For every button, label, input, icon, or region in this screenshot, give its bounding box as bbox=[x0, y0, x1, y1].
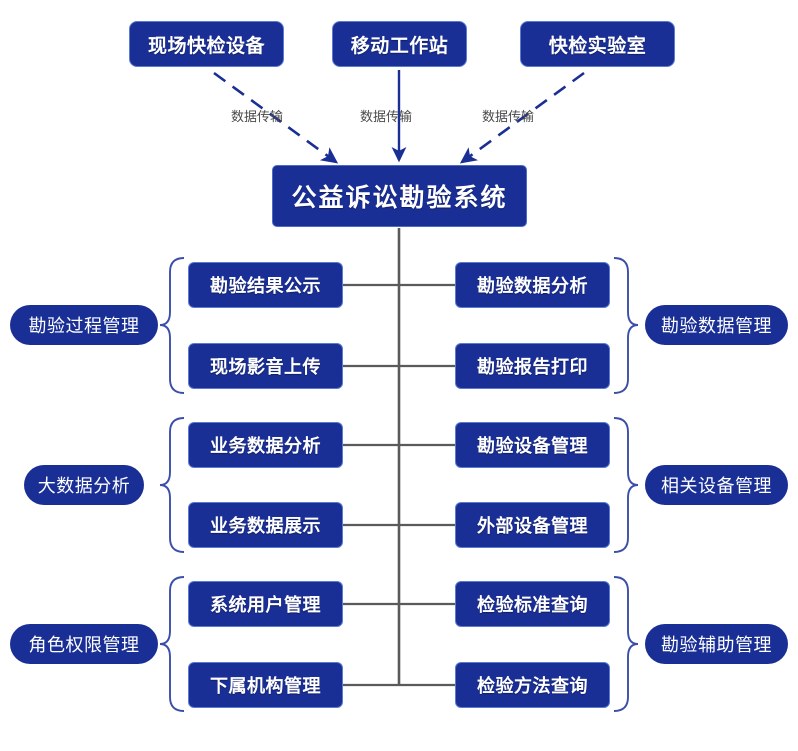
group-label-left-inspection-process[interactable]: 勘验过程管理 bbox=[10, 305, 158, 345]
group-label-right-inspection-data[interactable]: 勘验数据管理 bbox=[645, 305, 788, 345]
brace-right-1 bbox=[613, 257, 639, 394]
leaf-node-subordinate-org-management[interactable]: 下属机构管理 bbox=[188, 662, 343, 708]
leaf-node-label: 下属机构管理 bbox=[210, 676, 321, 696]
leaf-node-label: 勘验报告打印 bbox=[477, 357, 588, 377]
leaf-node-inspection-result-publication[interactable]: 勘验结果公示 bbox=[188, 262, 343, 308]
group-label-left-role-permission[interactable]: 角色权限管理 bbox=[10, 624, 158, 664]
leaf-node-inspection-report-print[interactable]: 勘验报告打印 bbox=[455, 343, 610, 389]
leaf-node-system-user-management[interactable]: 系统用户管理 bbox=[188, 581, 343, 627]
leaf-node-business-data-analysis[interactable]: 业务数据分析 bbox=[188, 422, 343, 468]
leaf-node-label: 业务数据展示 bbox=[210, 516, 321, 536]
source-node-label: 现场快检设备 bbox=[147, 35, 265, 57]
leaf-node-label: 外部设备管理 bbox=[477, 516, 588, 536]
group-label-right-inspection-support[interactable]: 勘验辅助管理 bbox=[645, 624, 788, 664]
system-title-node[interactable]: 公益诉讼勘验系统 bbox=[272, 165, 527, 227]
leaf-node-onsite-media-upload[interactable]: 现场影音上传 bbox=[188, 343, 343, 389]
source-node-label: 移动工作站 bbox=[350, 35, 449, 57]
source-node-rapid-test-laboratory[interactable]: 快检实验室 bbox=[520, 21, 675, 67]
brace-right-2 bbox=[613, 417, 639, 553]
leaf-node-inspection-data-analysis[interactable]: 勘验数据分析 bbox=[455, 262, 610, 308]
brace-left-3 bbox=[159, 576, 185, 712]
group-label-left-big-data-analysis[interactable]: 大数据分析 bbox=[24, 465, 144, 505]
leaf-node-label: 勘验数据分析 bbox=[477, 276, 588, 296]
leaf-node-label: 检验方法查询 bbox=[477, 676, 588, 696]
group-label-right-related-equipment[interactable]: 相关设备管理 bbox=[645, 465, 788, 505]
edge-label-text: 数据传输 bbox=[482, 109, 535, 124]
leaf-node-business-data-display[interactable]: 业务数据展示 bbox=[188, 502, 343, 548]
leaf-node-inspection-standard-query[interactable]: 检验标准查询 bbox=[455, 581, 610, 627]
leaf-node-inspection-equipment-management[interactable]: 勘验设备管理 bbox=[455, 422, 610, 468]
source-node-label: 快检实验室 bbox=[548, 35, 647, 57]
leaf-node-label: 勘验结果公示 bbox=[210, 276, 321, 296]
page-title: 公益诉讼勘验系统 bbox=[291, 184, 508, 212]
leaf-node-label: 检验标准查询 bbox=[477, 595, 588, 615]
group-label-text: 角色权限管理 bbox=[28, 635, 140, 655]
group-label-text: 大数据分析 bbox=[37, 476, 131, 496]
edge-label-right: 数据传输 bbox=[482, 106, 534, 125]
edge-label-left: 数据传输 bbox=[231, 106, 283, 125]
source-node-mobile-workstation[interactable]: 移动工作站 bbox=[332, 21, 467, 67]
group-label-text: 勘验过程管理 bbox=[28, 316, 140, 336]
brace-right-3 bbox=[613, 576, 639, 712]
leaf-node-label: 现场影音上传 bbox=[210, 357, 321, 377]
brace-left-1 bbox=[159, 257, 185, 394]
leaf-node-label: 业务数据分析 bbox=[210, 436, 321, 456]
edge-label-center: 数据传输 bbox=[360, 106, 412, 125]
group-label-text: 勘验数据管理 bbox=[661, 316, 772, 336]
group-label-text: 相关设备管理 bbox=[661, 476, 772, 496]
source-node-field-rapid-test-equipment[interactable]: 现场快检设备 bbox=[129, 21, 284, 67]
leaf-node-external-equipment-management[interactable]: 外部设备管理 bbox=[455, 502, 610, 548]
leaf-node-label: 系统用户管理 bbox=[210, 595, 321, 615]
leaf-node-inspection-method-query[interactable]: 检验方法查询 bbox=[455, 662, 610, 708]
edge-label-text: 数据传输 bbox=[231, 109, 284, 124]
leaf-node-label: 勘验设备管理 bbox=[477, 436, 588, 456]
edge-label-text: 数据传输 bbox=[360, 109, 413, 124]
group-label-text: 勘验辅助管理 bbox=[661, 635, 772, 655]
brace-left-2 bbox=[159, 417, 185, 553]
